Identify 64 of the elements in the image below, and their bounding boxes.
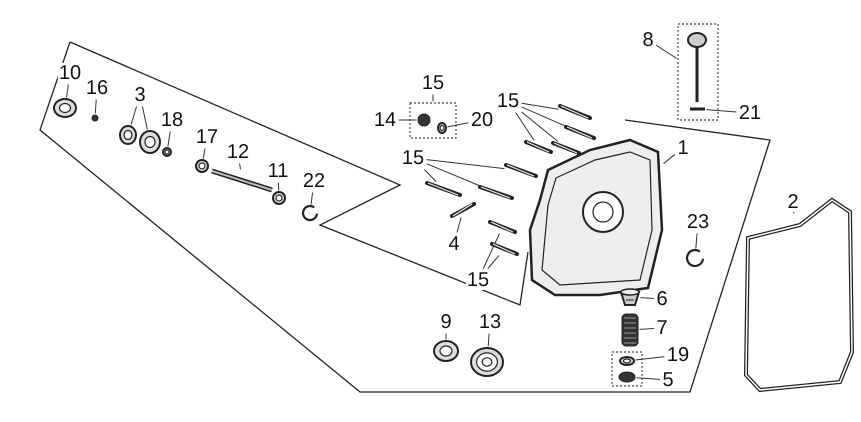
dowel-pin [450, 202, 476, 218]
leader-line [426, 159, 505, 170]
circlip [686, 248, 704, 268]
leader-line [424, 169, 437, 182]
leader-line [706, 109, 737, 112]
leader-line [488, 333, 490, 347]
o-ring [619, 356, 635, 366]
leader-line [426, 163, 480, 186]
bolt [488, 220, 517, 234]
leader-line [94, 99, 97, 114]
part-group-frame [611, 351, 643, 387]
leader-line [521, 112, 558, 142]
leader-line [521, 106, 565, 126]
leader-line [202, 148, 206, 159]
drain-plug [620, 288, 640, 306]
leader-line [142, 106, 148, 130]
leader-line [167, 131, 171, 147]
leader-line [456, 217, 462, 233]
circlip [302, 204, 318, 222]
leader-line [447, 122, 469, 128]
leader-line [278, 182, 280, 191]
cap [418, 114, 430, 126]
leader-line [695, 233, 698, 250]
bolt [478, 185, 514, 200]
callout-number: 15 [466, 270, 490, 290]
oil-seal [433, 340, 459, 362]
leader-line [663, 154, 676, 164]
spring [622, 314, 638, 346]
o-ring [690, 108, 705, 110]
bolt [564, 125, 596, 140]
washer [272, 191, 286, 205]
plug-cap [618, 372, 636, 382]
bearing [119, 125, 137, 145]
leader-line [639, 328, 654, 330]
o-ring [437, 122, 447, 134]
bolt [425, 181, 462, 197]
leader-line [487, 255, 500, 269]
dipstick [687, 32, 707, 102]
washer [53, 98, 77, 118]
leader-line [521, 102, 559, 110]
washer [195, 159, 209, 173]
leader-line [310, 192, 314, 206]
part-group-frame [409, 102, 457, 139]
bearing [139, 130, 161, 154]
bolt [551, 141, 581, 155]
leader-line [656, 44, 677, 59]
small-seal [92, 114, 98, 122]
leader-line [635, 356, 665, 360]
bolt [490, 242, 519, 256]
leader-line [239, 163, 241, 170]
leader-line [636, 377, 660, 380]
leader-line [66, 84, 69, 98]
leader-line [482, 233, 500, 269]
leader-line [130, 106, 138, 125]
leader-line [640, 297, 654, 299]
seal-ring [162, 147, 172, 157]
part-group-frame [677, 23, 719, 121]
bolt [504, 163, 538, 178]
leader-line [515, 112, 535, 141]
callout-number: 2 [786, 192, 800, 212]
leader-line [432, 94, 434, 102]
bolt [524, 140, 553, 154]
bearing [470, 347, 504, 377]
bolt [558, 104, 592, 120]
